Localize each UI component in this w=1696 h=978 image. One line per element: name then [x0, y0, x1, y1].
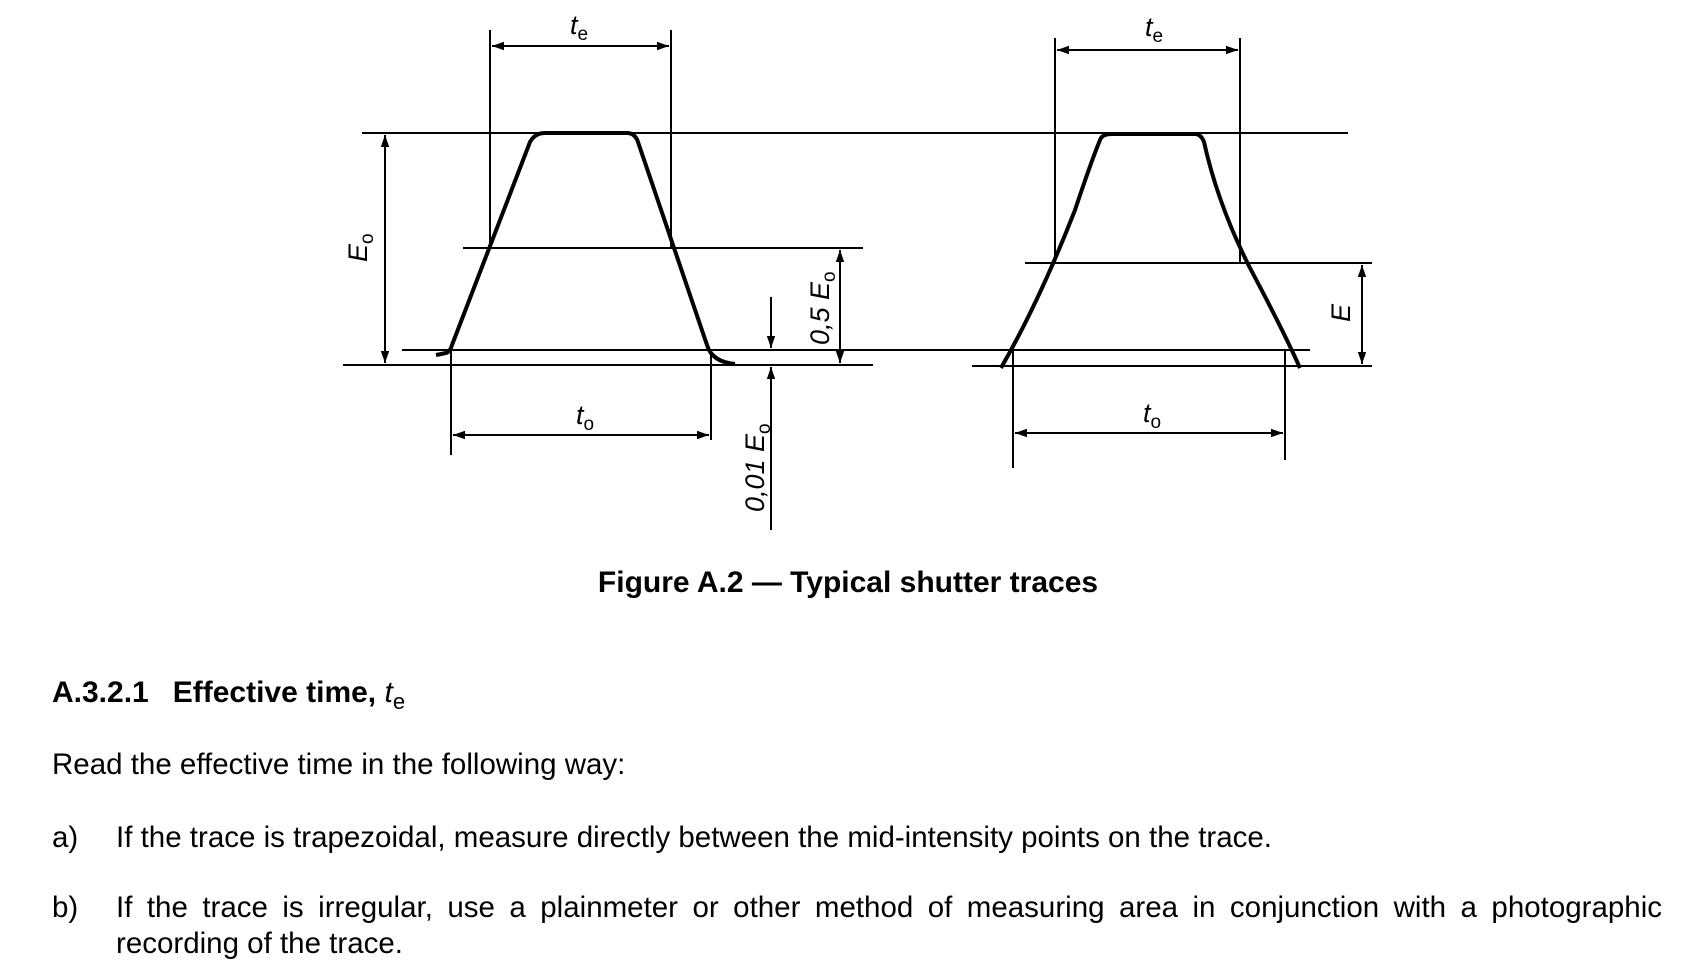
- list-text: If the trace is trapezoidal, measure dir…: [116, 821, 1273, 854]
- list-marker: b): [52, 891, 79, 924]
- section-number: A.3.2.1: [52, 676, 149, 709]
- section-heading: A.3.2.1 Effective time, te: [52, 676, 405, 715]
- list-item: a) If the trace is trapezoidal, measure …: [52, 820, 1662, 856]
- e-label: E: [1326, 303, 1356, 322]
- reference-lines: [343, 30, 1372, 468]
- left-te-label: te: [570, 10, 588, 45]
- right-irregular-trace: [999, 132, 1302, 369]
- figure-caption: Figure A.2 — Typical shutter traces: [597, 566, 1099, 599]
- dimension-arrows: [380, 41, 1367, 530]
- left-trapezoidal-trace: [435, 131, 736, 366]
- section-symbol: te: [384, 676, 406, 714]
- figure-labels: te te to to Eo E 0,5 Eo 0,01 Eo: [343, 10, 1356, 512]
- list-marker: a): [52, 821, 79, 854]
- left-to-label: to: [576, 400, 594, 435]
- traces: [435, 131, 1302, 369]
- right-to-label: to: [1143, 398, 1161, 433]
- right-te-label: te: [1145, 12, 1163, 47]
- eo-label: Eo: [343, 233, 378, 262]
- hundredth-eo-label: 0,01 Eo: [740, 423, 775, 512]
- section-title: Effective time,: [172, 676, 377, 709]
- intro-paragraph: Read the effective time in the following…: [52, 748, 626, 781]
- shutter-traces-figure: te te to to Eo E 0,5 Eo 0,01 Eo: [343, 10, 1372, 530]
- list-text: If the trace is irregular, use a plainme…: [116, 891, 1662, 960]
- half-eo-label: 0,5 Eo: [805, 271, 840, 345]
- list-item: b) If the trace is irregular, use a plai…: [52, 890, 1662, 962]
